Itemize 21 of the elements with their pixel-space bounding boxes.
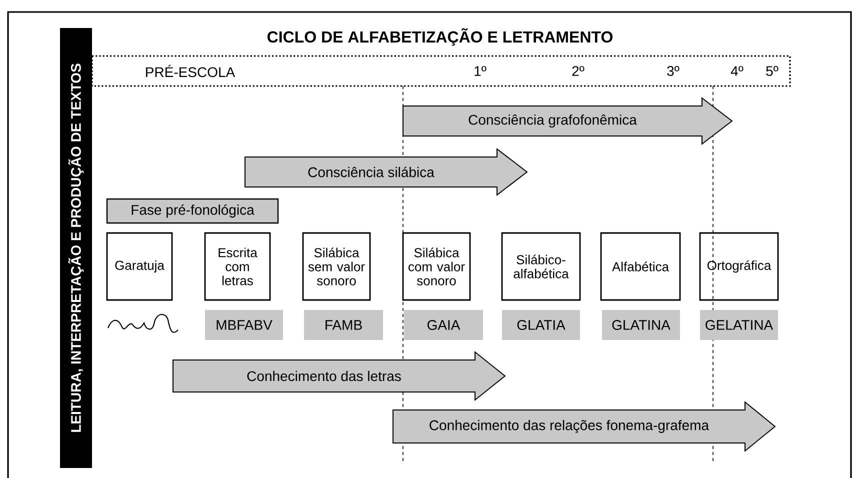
stage-box: Silábica com valor sonoro <box>402 232 471 301</box>
stage-box: Ortográfica <box>699 232 779 301</box>
example-box: GLATINA <box>602 310 680 340</box>
timeline-band: Conhecimento das relações fonema-grafema <box>392 400 776 452</box>
grade-band: PRÉ-ESCOLA 1º 2º 3º 4º 5º <box>91 55 791 87</box>
timeline-band: Consciência grafofonêmica <box>402 96 733 145</box>
stage-box: Escrita com letras <box>204 232 271 301</box>
stage-box: Garatuja <box>106 232 173 301</box>
stage-box: Silábico-alfabética <box>501 232 581 301</box>
timeline-band: Conhecimento das letras <box>172 350 506 402</box>
timeline-band: Consciência silábica <box>244 148 528 196</box>
stage-box: Silábica sem valor sonoro <box>302 232 371 301</box>
stage-box: Alfabética <box>600 232 681 301</box>
title: CICLO DE ALFABETIZAÇÃO E LETRAMENTO <box>267 28 613 46</box>
example-box: GLATIA <box>502 310 580 340</box>
example-box: GELATINA <box>700 310 778 340</box>
vertical-band: LEITURA, INTERPRETAÇÃO E PRODUÇÃO DE TEXTOS <box>60 28 92 468</box>
example-box: MBFABV <box>205 310 283 340</box>
example-box: FAMB <box>304 310 383 340</box>
phase-box: Fase pré-fonológica <box>106 198 279 224</box>
example-box: GAIA <box>404 310 483 340</box>
